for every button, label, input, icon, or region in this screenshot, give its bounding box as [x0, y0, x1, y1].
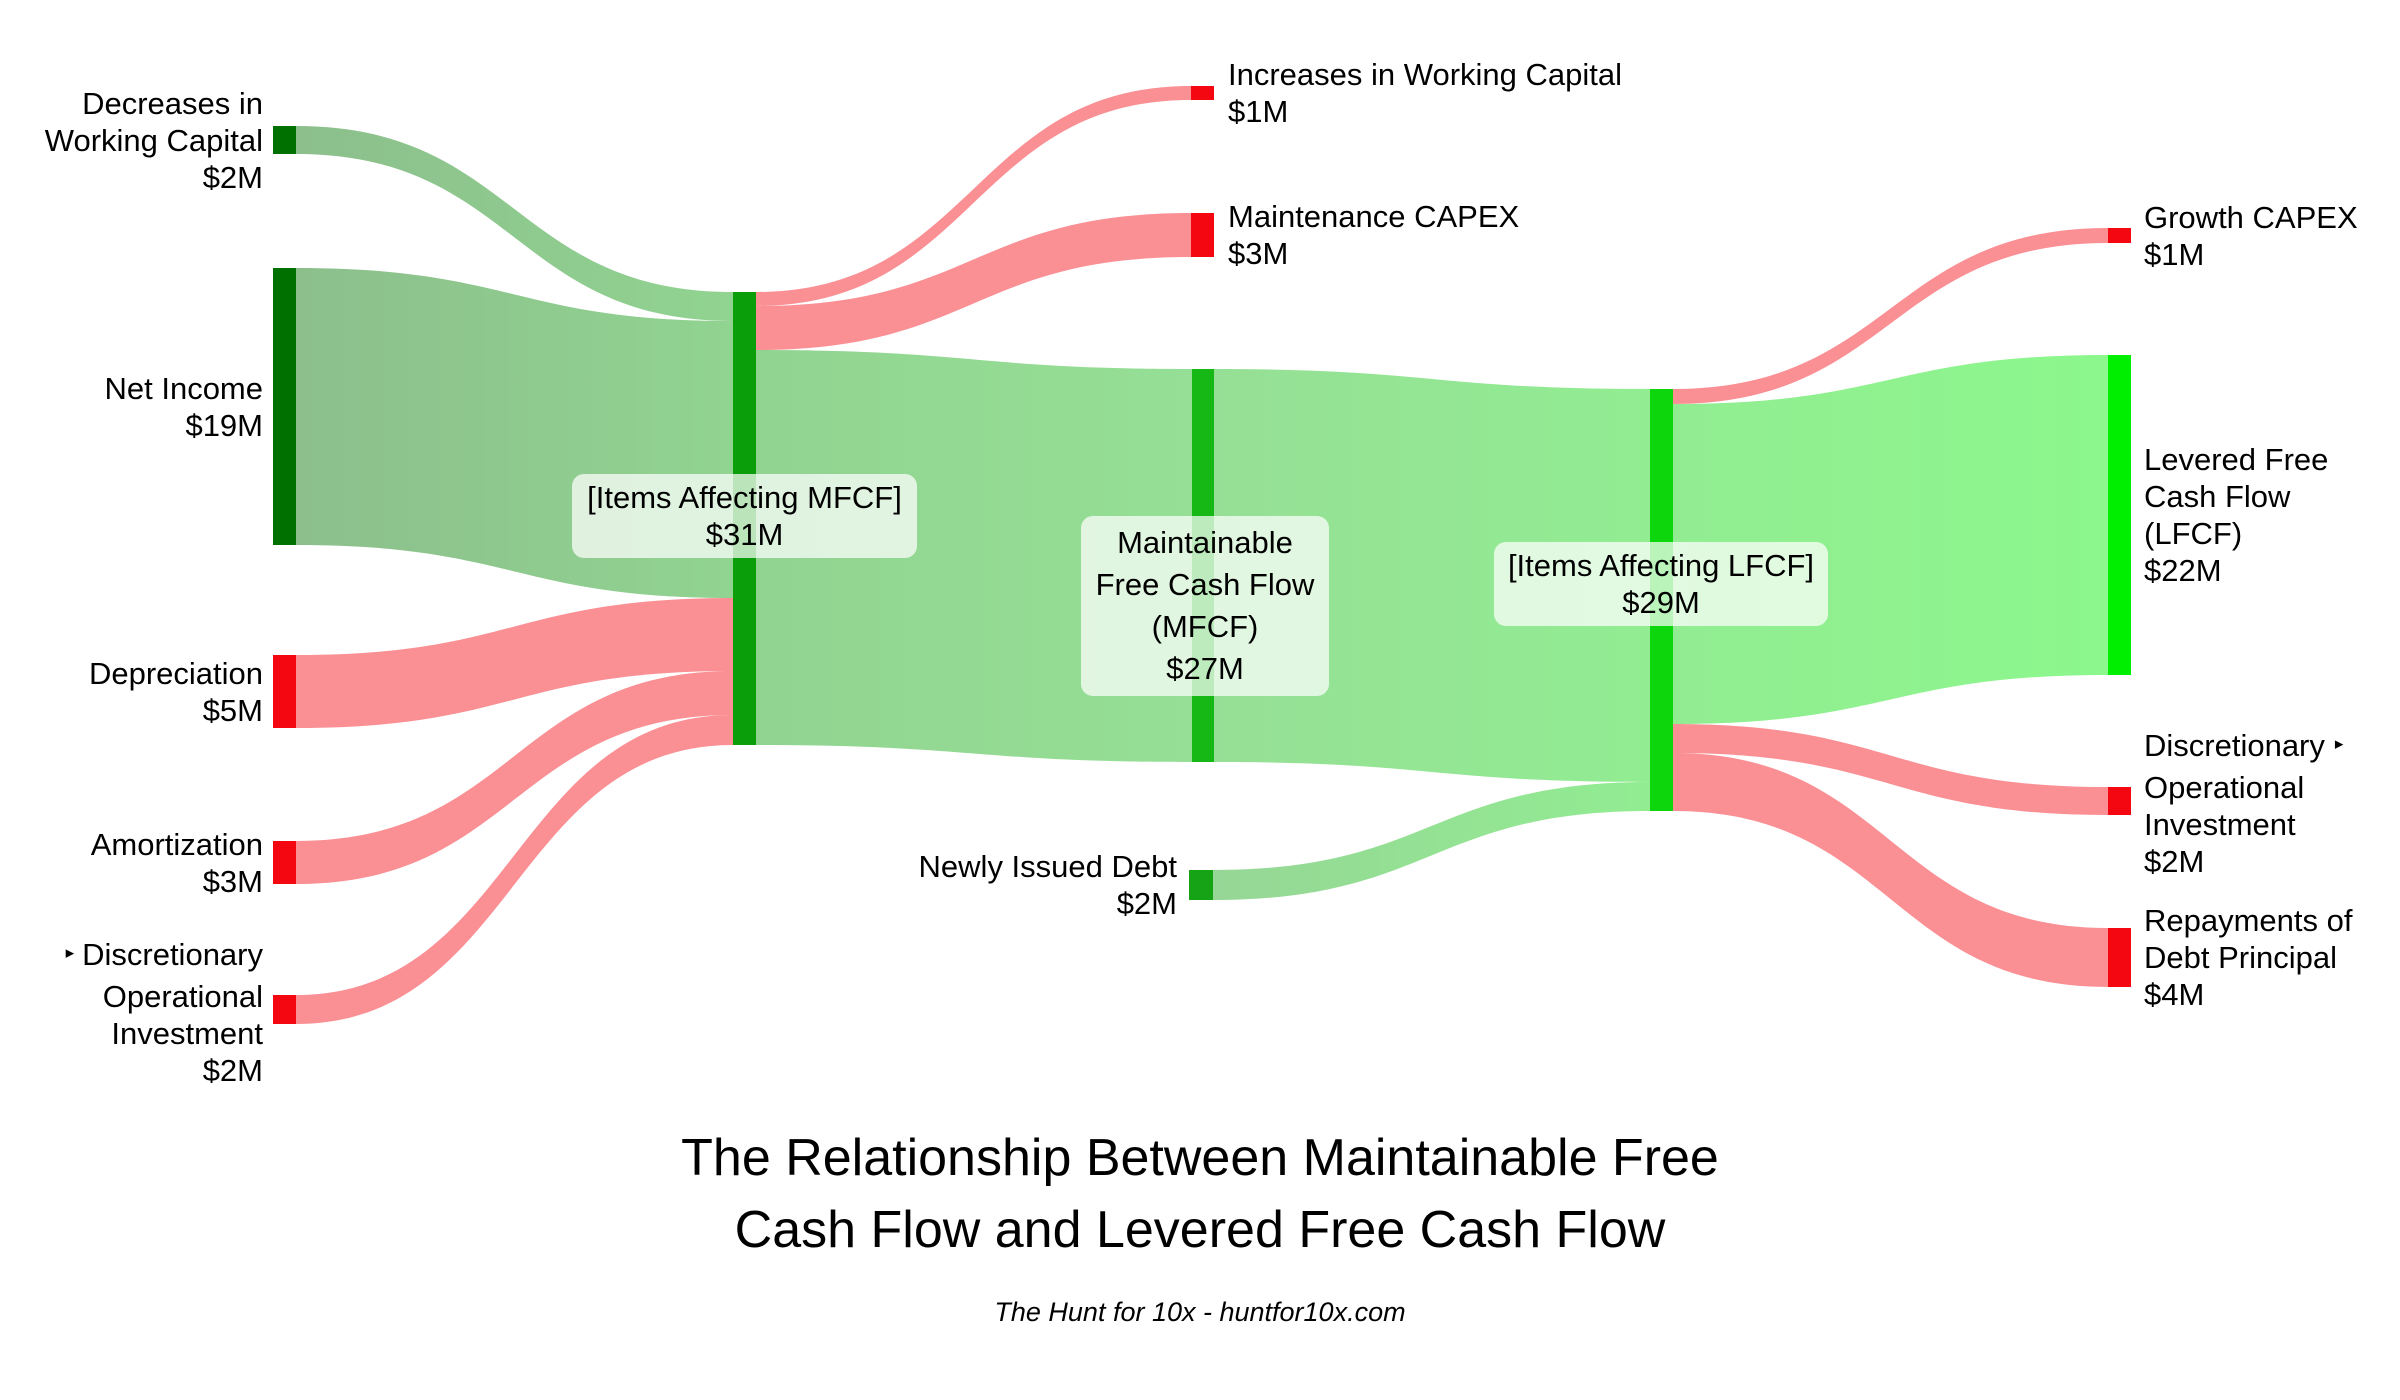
label-items-affecting-mfcf: [Items Affecting MFCF] $31M [572, 474, 917, 558]
label-amortization: Amortization $3M [90, 827, 263, 899]
node-depreciation [273, 655, 296, 728]
flow-newly-debt-to-items-lfcf [1213, 782, 1650, 900]
node-newly-issued-debt [1189, 870, 1213, 900]
node-disc-op-inv-right [2108, 787, 2131, 815]
label-discretionary-operational-investment-right: Discretionary▸ Operational Investment $2… [2144, 728, 2344, 879]
node-disc-op-inv-left [273, 995, 296, 1024]
flow-items-lfcf-to-disc-op-inv [1673, 724, 2108, 815]
label-net-income: Net Income $19M [104, 371, 263, 443]
flow-decreases-wc-to-items-mfcf [296, 126, 733, 321]
label-maintainable-free-cash-flow: Maintainable Free Cash Flow (MFCF) $27M [1081, 516, 1329, 696]
node-amortization [273, 841, 296, 884]
label-growth-capex: Growth CAPEX $1M [2144, 200, 2358, 272]
node-net-income [273, 268, 296, 545]
chart-source-note: The Hunt for 10x - huntfor10x.com [994, 1297, 1406, 1327]
footnote-marker-icon: ▸ [2334, 734, 2344, 753]
label-levered-free-cash-flow: Levered Free Cash Flow (LFCF) $22M [2144, 442, 2329, 588]
label-increases-working-capital: Increases in Working Capital $1M [1228, 57, 1622, 129]
flow-items-lfcf-to-lfcf [1673, 355, 2108, 724]
node-lfcf [2108, 355, 2131, 675]
label-repayments-debt-principal: Repayments of Debt Principal $4M [2144, 903, 2353, 1012]
chart-title: The Relationship Between Maintainable Fr… [681, 1129, 1719, 1259]
flow-items-mfcf-to-maint-capex [756, 213, 1191, 350]
flow-disc-op-inv-to-items-mfcf [296, 715, 733, 1024]
flow-items-mfcf-to-increases-wc [756, 86, 1191, 306]
label-discretionary-operational-investment-left: ▸Discretionary Operational Investment $2… [65, 937, 263, 1088]
flow-depreciation-to-items-mfcf [296, 598, 733, 728]
label-depreciation: Depreciation $5M [88, 656, 263, 728]
label-decreases-working-capital: Decreases in Working Capital $2M [44, 86, 263, 195]
node-growth-capex [2108, 228, 2131, 243]
node-decreases-working-capital [273, 126, 296, 154]
node-repayments-debt-principal [2108, 928, 2131, 987]
flow-items-lfcf-to-growth-capex [1673, 228, 2108, 404]
flow-items-lfcf-to-repayments [1673, 753, 2108, 987]
flow-amortization-to-items-mfcf [296, 671, 733, 884]
label-items-affecting-lfcf: [Items Affecting LFCF] $29M [1494, 542, 1828, 626]
node-maintenance-capex [1191, 213, 1214, 257]
node-increases-working-capital [1191, 86, 1214, 100]
label-maintenance-capex: Maintenance CAPEX $3M [1228, 199, 1520, 271]
label-newly-issued-debt: Newly Issued Debt $2M [918, 849, 1177, 921]
footnote-marker-icon: ▸ [65, 943, 75, 962]
